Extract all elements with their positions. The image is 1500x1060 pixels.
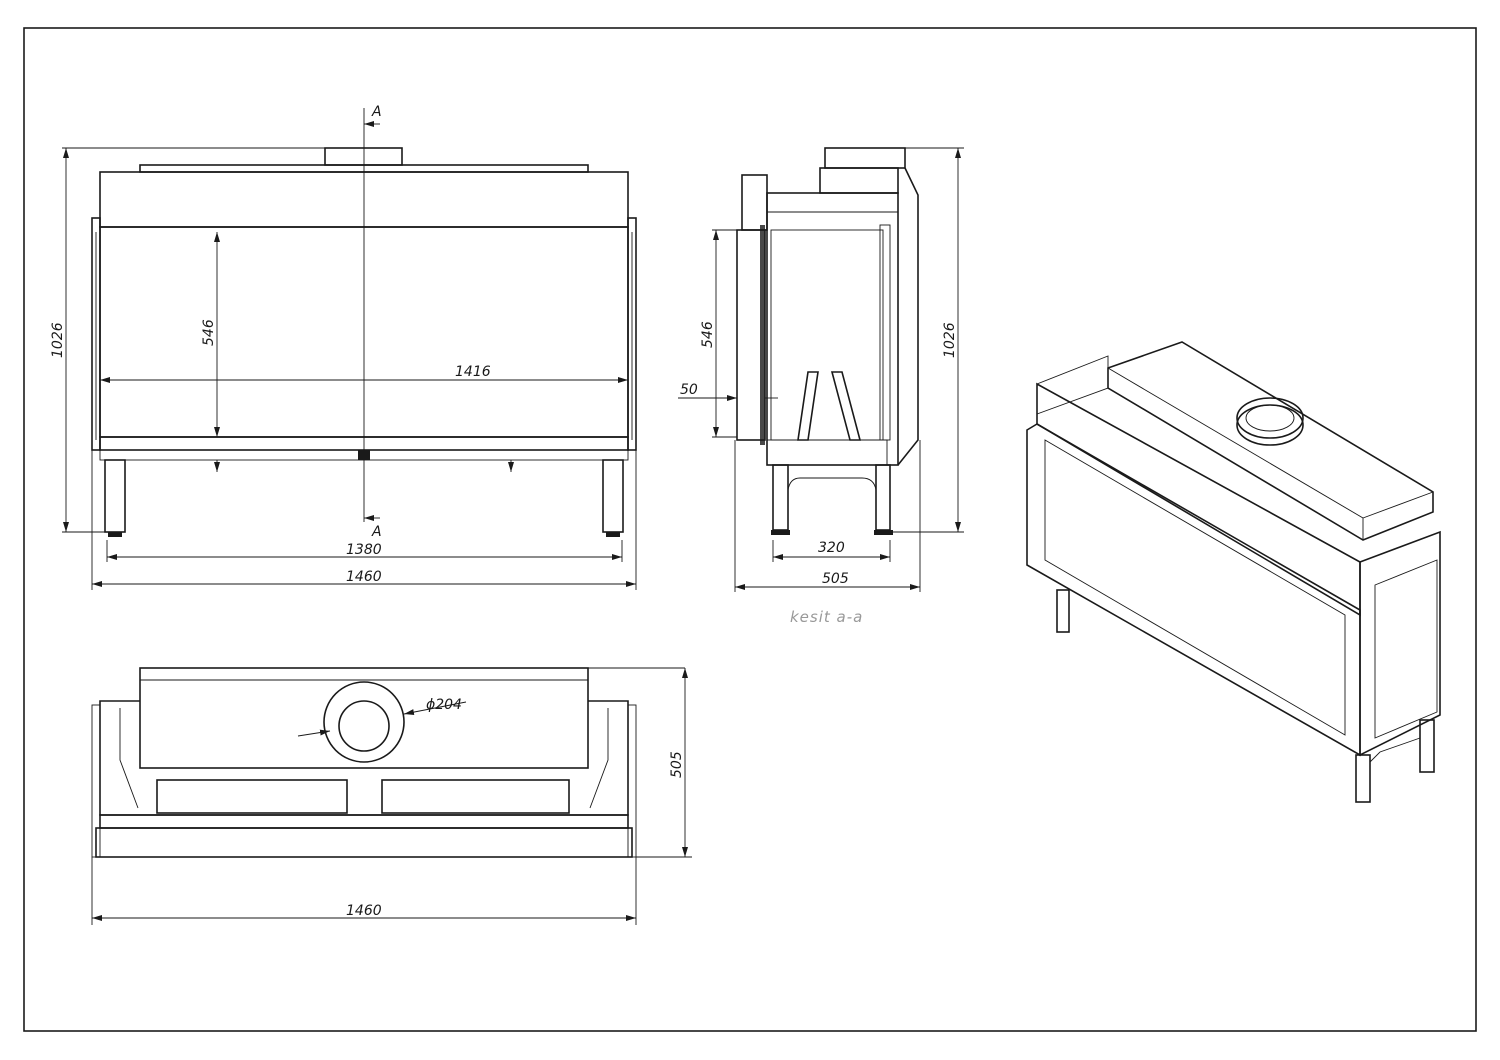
dim-top-depth: 505 (669, 751, 685, 778)
dim-front-width: 1460 (346, 569, 382, 585)
isometric-view (1026, 341, 1441, 803)
drawing-border (23, 27, 1477, 1032)
dim-front-leg-spacing: 1380 (346, 542, 382, 558)
dim-section-glass-height: 546 (700, 321, 716, 348)
section-mark-bottom: A (371, 524, 382, 540)
dim-section-height: 1026 (942, 322, 958, 358)
dim-section-offset: 50 (680, 382, 698, 398)
front-view (62, 108, 637, 590)
dim-front-height: 1026 (50, 322, 66, 358)
section-mark-top: A (371, 104, 382, 120)
dim-section-leg-spacing: 320 (818, 540, 845, 556)
top-view (91, 667, 692, 925)
section-caption: kesit a-a (790, 608, 863, 626)
dim-flue-diameter: ϕ204 (426, 697, 462, 713)
dim-section-depth: 505 (822, 571, 849, 587)
dim-front-glass-height: 546 (201, 319, 217, 346)
dim-front-glass-width: 1416 (455, 364, 491, 380)
dim-top-width: 1460 (346, 903, 382, 919)
section-view (678, 147, 964, 592)
